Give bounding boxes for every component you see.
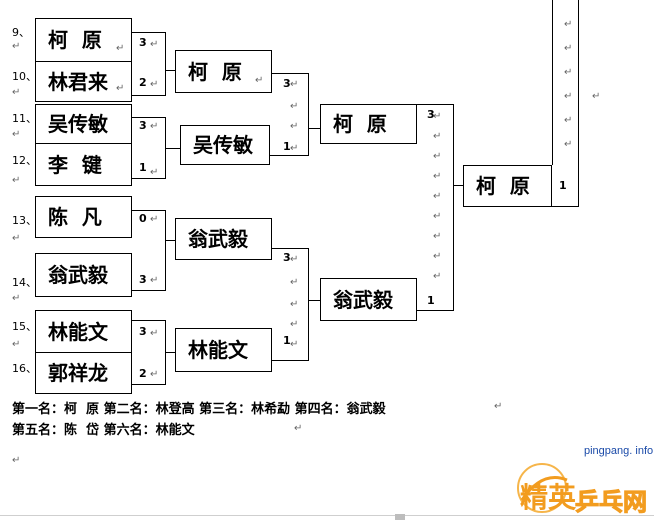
- paragraph-mark: ↵: [12, 87, 21, 98]
- seed-number-13: 13、: [12, 214, 37, 227]
- paragraph-mark: ↵: [433, 271, 442, 282]
- paragraph-mark: ↵: [290, 319, 299, 330]
- round1-player-box: 吴传敏: [35, 104, 132, 144]
- rankings-line-2: 第五名：陈 岱 第六名：林能文: [12, 423, 195, 438]
- round2-player-box: 翁武毅: [175, 218, 272, 260]
- paragraph-mark: ↵: [12, 175, 21, 186]
- paragraph-mark: ↵: [290, 79, 299, 90]
- final-score: 1: [559, 179, 567, 192]
- paragraph-mark: ↵: [433, 231, 442, 242]
- paragraph-mark: ↵: [290, 101, 299, 112]
- round2-score: 3: [283, 77, 291, 90]
- round1-score: 2: [139, 367, 147, 380]
- paragraph-mark: ↵: [150, 121, 159, 132]
- final-winner-box: 柯 原: [463, 165, 552, 207]
- paragraph-mark: ↵: [433, 171, 442, 182]
- paragraph-mark: ↵: [290, 143, 299, 154]
- paragraph-mark: ↵: [150, 39, 159, 50]
- paragraph-mark: ↵: [12, 233, 21, 244]
- paragraph-mark: ↵: [564, 19, 573, 30]
- paragraph-mark: ↵: [494, 401, 503, 412]
- paragraph-mark: ↵: [433, 151, 442, 162]
- paragraph-mark: ↵: [564, 67, 573, 78]
- paragraph-mark: ↵: [433, 131, 442, 142]
- paragraph-mark: ↵: [290, 339, 299, 350]
- seed-number-9: 9、: [12, 26, 30, 39]
- paragraph-mark: ↵: [564, 43, 573, 54]
- round1-score: 3: [139, 36, 147, 49]
- paragraph-mark: ↵: [290, 254, 299, 265]
- round1-player-box: 林能文: [35, 310, 132, 353]
- paragraph-mark: ↵: [290, 299, 299, 310]
- round1-player-box: 李 键: [35, 143, 132, 186]
- round1-player-box: 翁武毅: [35, 253, 132, 297]
- round1-score: 3: [139, 119, 147, 132]
- paragraph-mark: ↵: [116, 43, 125, 54]
- watermark-logo-icon: [512, 460, 572, 515]
- paragraph-mark: ↵: [255, 75, 264, 86]
- paragraph-mark: ↵: [150, 328, 159, 339]
- semifinal-score: 1: [427, 294, 435, 307]
- paragraph-mark: ↵: [433, 211, 442, 222]
- round2-score: 3: [283, 251, 291, 264]
- paragraph-mark: ↵: [564, 139, 573, 150]
- paragraph-mark: ↵: [433, 191, 442, 202]
- seed-number-11: 11、: [12, 112, 37, 125]
- round2-score: 1: [283, 140, 291, 153]
- seed-number-15: 15、: [12, 320, 37, 333]
- paragraph-mark: ↵: [12, 455, 21, 466]
- paragraph-mark: ↵: [12, 293, 21, 304]
- paragraph-mark: ↵: [150, 275, 159, 286]
- semifinal-score: 3: [427, 108, 435, 121]
- watermark-brand-2: 乒乓网: [575, 488, 648, 517]
- round2-player-box: 吴传敏: [180, 125, 270, 165]
- paragraph-mark: ↵: [12, 339, 21, 350]
- round1-player-box: 林君来: [35, 61, 132, 102]
- seed-number-10: 10、: [12, 70, 37, 83]
- round1-score: 3: [139, 273, 147, 286]
- round1-score: 3: [139, 325, 147, 338]
- paragraph-mark: ↵: [150, 79, 159, 90]
- paragraph-mark: ↵: [150, 167, 159, 178]
- round1-score: 0: [139, 212, 147, 225]
- seed-number-16: 16、: [12, 362, 37, 375]
- paragraph-mark: ↵: [12, 129, 21, 140]
- seed-number-12: 12、: [12, 154, 37, 167]
- semifinal-player-box: 翁武毅: [320, 278, 417, 321]
- paragraph-mark: ↵: [116, 83, 125, 94]
- watermark-domain: pingpang. info: [584, 445, 654, 457]
- round2-score: 1: [283, 334, 291, 347]
- paragraph-mark: ↵: [592, 91, 601, 102]
- round2-player-box: 林能文: [175, 328, 272, 372]
- seed-number-14: 14、: [12, 276, 37, 289]
- round1-player-box: 陈 凡: [35, 196, 132, 238]
- round1-player-box: 郭祥龙: [35, 352, 132, 394]
- horizontal-scroll-thumb[interactable]: [395, 514, 405, 520]
- paragraph-mark: ↵: [294, 423, 303, 434]
- watermark-brand-1: 精英: [520, 481, 577, 514]
- paragraph-mark: ↵: [150, 214, 159, 225]
- paragraph-mark: ↵: [290, 277, 299, 288]
- rankings-line-1: 第一名：柯 原 第二名：林登高 第三名：林希勐 第四名：翁武毅: [12, 402, 386, 417]
- round1-score: 2: [139, 76, 147, 89]
- paragraph-mark: ↵: [433, 111, 442, 122]
- semifinal-player-box: 柯 原: [320, 104, 417, 144]
- paragraph-mark: ↵: [290, 121, 299, 132]
- round2-player-box: 柯 原: [175, 50, 272, 93]
- paragraph-mark: ↵: [12, 41, 21, 52]
- paragraph-mark: ↵: [150, 369, 159, 380]
- paragraph-mark: ↵: [433, 251, 442, 262]
- paragraph-mark: ↵: [564, 91, 573, 102]
- paragraph-mark: ↵: [564, 115, 573, 126]
- round1-score: 1: [139, 161, 147, 174]
- round1-player-box: 柯 原: [35, 18, 132, 62]
